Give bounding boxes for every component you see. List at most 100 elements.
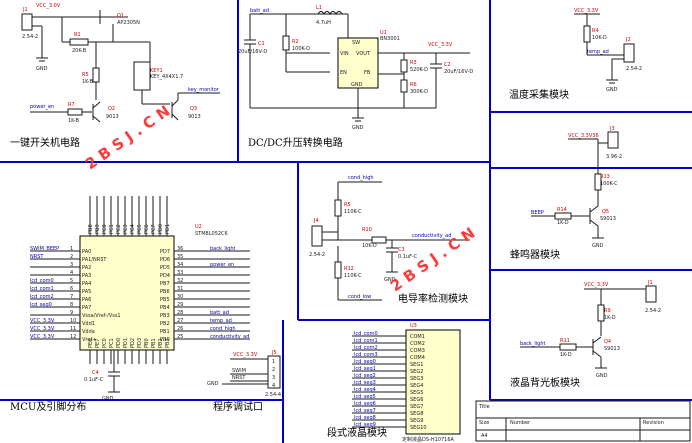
mcu-left-pin-num: 10: [70, 318, 76, 324]
gnd-label-cond: GND: [384, 277, 396, 283]
mcu-top-pin-name: PC3: [123, 224, 129, 234]
c3-ref: C3: [398, 247, 405, 253]
size-label: Size: [479, 420, 489, 426]
r1-value: 20K-B: [72, 48, 87, 54]
mcu-right-pin-num: 25: [177, 334, 183, 340]
mcu-bottom-pin-name: PB2: [158, 338, 164, 348]
lcd-pin-name: SEG6: [410, 397, 423, 403]
mcu-left-pin-name: PA4: [82, 281, 91, 287]
mcu-right-pin-name: PB7: [160, 281, 170, 287]
mcu-left-pin-num: 9: [70, 310, 73, 316]
mcu-right-net: cond_high: [210, 326, 236, 332]
lcd-net-label: lcd_seg4: [354, 387, 376, 393]
vcc33-label-dcdc: VCC_3.3V: [428, 42, 453, 48]
c1-value: 20uF/16V-D: [238, 49, 267, 55]
mcu-bottom-pin-name: PB1: [151, 338, 157, 348]
r10-value: 10K-D: [362, 243, 377, 249]
back-light-net: back_light: [520, 341, 546, 347]
mcu-left-pin-name: Vssa/Vref-/Vss1: [82, 313, 121, 319]
gnd-label-debug: GND: [207, 381, 219, 387]
r9-ref: R9: [604, 308, 611, 314]
j4-value: 2.54-2: [309, 252, 325, 258]
mcu-top-pin-name: PD0: [158, 224, 164, 234]
mcu-left-pin-num: 6: [70, 286, 73, 292]
mcu-left-net: VCC_3.3V: [30, 318, 55, 324]
j1-ref: J1: [22, 7, 28, 13]
j1b-value: 2.54-2: [645, 308, 661, 314]
section-title-lcd: 段式液晶模块: [327, 426, 387, 439]
r13-ref: R13: [600, 174, 610, 180]
mcu-right-net: batt_ad: [210, 310, 229, 316]
r3-ref: R3: [410, 60, 417, 66]
u2-value: STM8L052C6: [195, 231, 228, 237]
j3-value: 3.96-2: [606, 154, 622, 160]
mcu-left-pin-num: 1: [70, 246, 73, 252]
mcu-bottom-pin-name: PE7: [95, 339, 101, 348]
r14-value: 1K-D: [557, 220, 569, 226]
c4-value: 0.1uF-C: [84, 377, 104, 383]
u1-pin-sw: SW: [352, 40, 360, 46]
r5b-ref: R5: [344, 202, 351, 208]
swim-net: SWIM: [232, 368, 246, 374]
mcu-left-pin-name: PA2: [82, 265, 91, 271]
mcu-top-pin-name: PC5: [137, 224, 143, 234]
mcu-top-pin-name: PC6: [144, 224, 150, 234]
lcd-pin-name: SEG1: [410, 362, 423, 368]
mcu-left-pin-name: Vdd1: [82, 321, 95, 327]
mcu-bottom-pin-name: PD0: [116, 338, 122, 348]
lcd-pin-name: COM1: [410, 334, 425, 340]
mcu-top-pin-name: PC7: [151, 224, 157, 234]
c3-value: 0.1uF-C: [398, 254, 418, 260]
q4-ref: Q4: [604, 339, 611, 345]
section-title-power-switch: 一键开关机电路: [10, 136, 80, 149]
mcu-right-pin-num: 28: [177, 310, 183, 316]
mcu-right-pin-num: 29: [177, 302, 183, 308]
c2-value: 20uF/16V-D: [444, 69, 473, 75]
l1-ref: L1: [316, 5, 322, 11]
mcu-left-pin-num: 5: [70, 278, 73, 284]
section-title-buzzer: 蜂鸣器模块: [510, 248, 560, 261]
beep-net: BEEP: [531, 210, 544, 216]
r12-ref: R12: [344, 266, 354, 272]
title-block: Title Size A4 Number Revision: [475, 400, 691, 442]
r14-ref: R14: [557, 207, 567, 213]
mcu-bottom-pin-name: PD3: [137, 338, 143, 348]
lcd-net-label: lcd_com0: [354, 331, 378, 337]
r6-value: 300K-D: [410, 89, 428, 95]
u1-pin-vout: VOUT: [356, 51, 371, 57]
batt-ad-net: batt_ad: [250, 8, 269, 14]
mcu-left-pin-num: 11: [70, 326, 76, 332]
q4-value: S9013: [604, 346, 620, 352]
mcu-left-net: lcd_seg0: [30, 302, 52, 308]
r3-value: 520K-D: [410, 67, 428, 73]
j4-ref: J4: [313, 218, 319, 224]
title-label: Title: [478, 404, 490, 410]
c2-ref: C2: [444, 62, 451, 68]
j5-pin-2: 2: [272, 367, 275, 373]
mcu-top-pin-name: PB9: [95, 224, 101, 234]
mcu-right-net: power_en: [210, 262, 234, 268]
conductivity-circuit: cond_high R5 110K-C J4 2.54-2 R10 10K-D …: [309, 175, 470, 301]
lcd-net-label: lcd_seg6: [354, 401, 376, 407]
mcu-left-pin-name: Vdda: [82, 329, 95, 335]
u1-pin-en: EN: [340, 70, 347, 76]
mcu-right-pin-num: 34: [177, 262, 183, 268]
mcu-bottom-pin-name: PB0: [144, 338, 150, 348]
lcd-net-label: lcd_seg9: [354, 422, 376, 428]
mcu-right-pin-name: PB0: [160, 337, 170, 343]
mcu-left-net: lcd_com1: [30, 286, 54, 292]
mcu-left-pin-name: PA5: [82, 289, 91, 295]
u1-pin-fb: FB: [364, 70, 371, 76]
vcc33-label-backlight: VCC_3.3V: [584, 282, 609, 288]
mcu-left-net: lcd_com2: [30, 294, 54, 300]
temperature-circuit: VCC_3.3V R4 10K-D temp_ad J2 2.54-2 GND: [574, 8, 642, 93]
mcu-right-pin-name: PD6: [160, 257, 170, 263]
j2-value: 2.54-2: [626, 66, 642, 72]
gnd-label-mcu: GND: [102, 396, 114, 402]
u1-ref: U1: [380, 30, 387, 36]
q5-ref: Q5: [602, 209, 609, 215]
key-monitor-net: key_monitor: [188, 87, 220, 93]
mcu-right-net: back_light: [210, 246, 236, 252]
q1-value: AP2305N: [117, 20, 140, 26]
j1b-ref: J1: [647, 280, 653, 286]
